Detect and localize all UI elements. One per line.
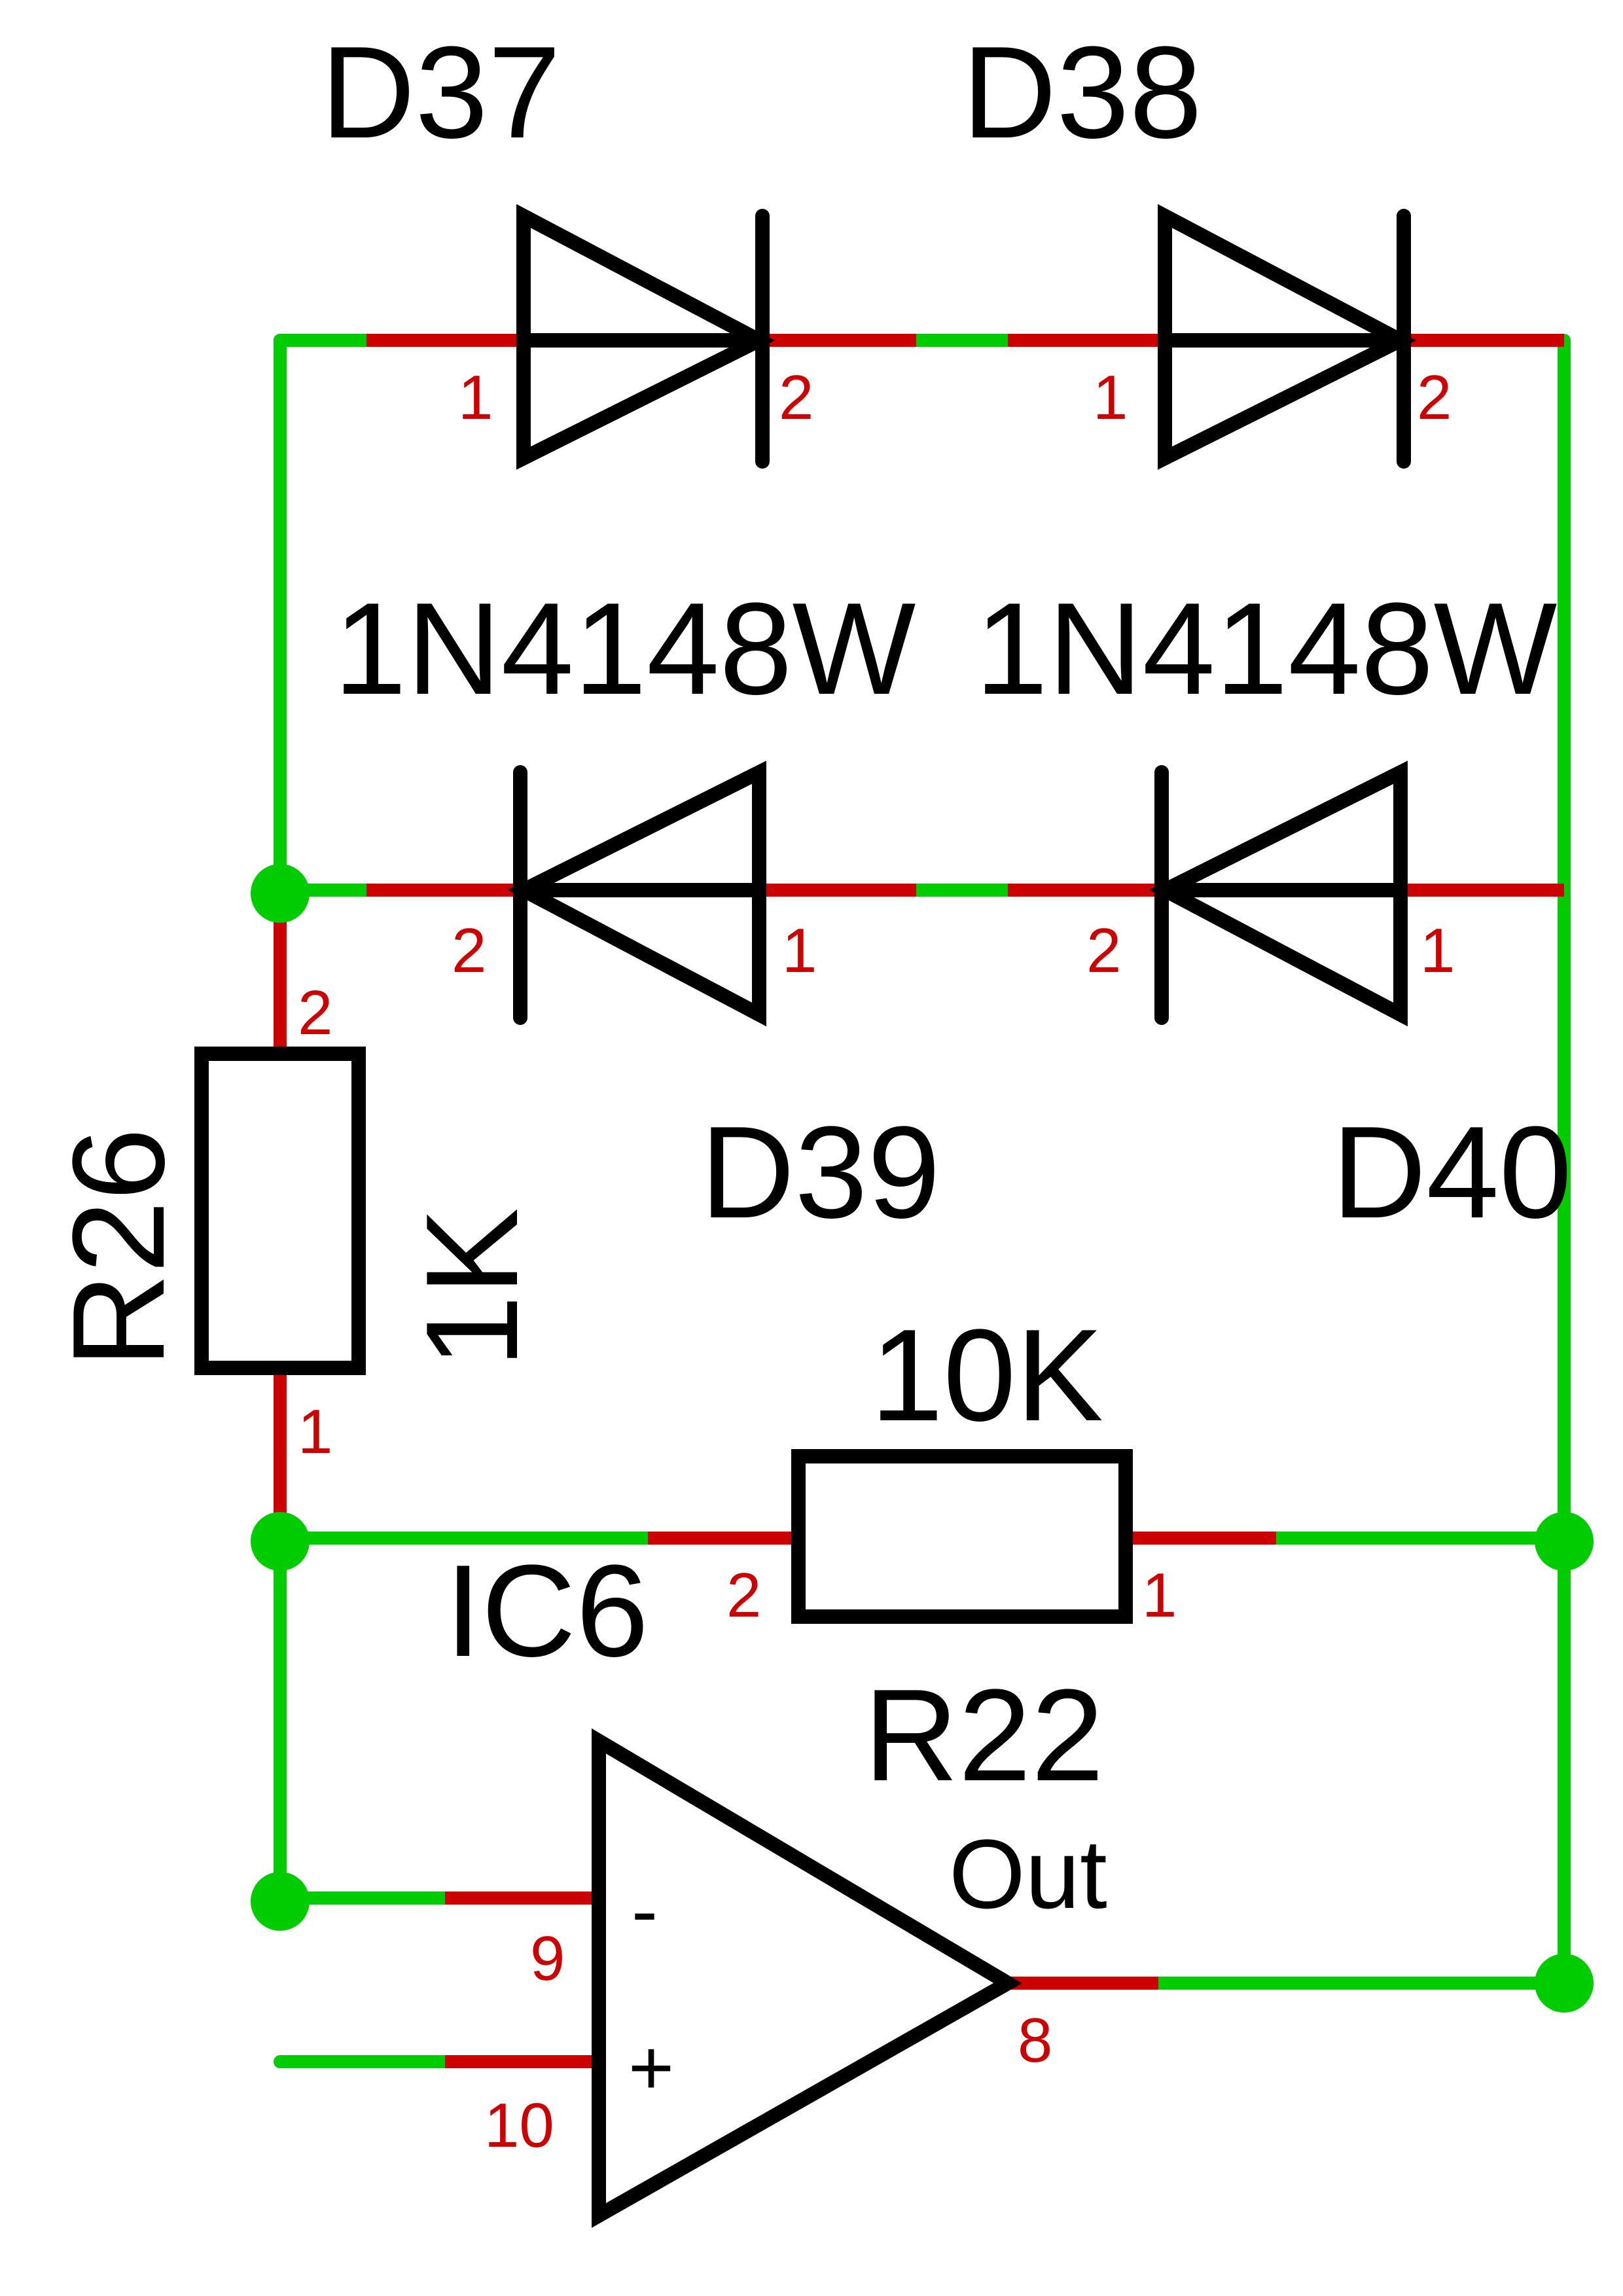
junction-dot xyxy=(1535,1954,1594,2013)
junction-dot xyxy=(251,864,310,923)
d40-pin2: 2 xyxy=(1086,916,1121,986)
d40-ref: D40 xyxy=(1332,1100,1572,1246)
r22-ref: R22 xyxy=(864,1662,1104,1808)
r22-value: 10K xyxy=(870,1302,1103,1448)
resistor-r22[interactable]: 10K R22 2 1 xyxy=(726,1302,1177,1808)
d39-ref: D39 xyxy=(700,1100,940,1246)
ic6-ref: IC6 xyxy=(445,1538,649,1684)
ic6-plus-sign: + xyxy=(628,2024,674,2111)
d40-pin1: 1 xyxy=(1420,916,1455,986)
diode-d40[interactable]: D40 2 1 xyxy=(1086,761,1572,1246)
junction-dot xyxy=(1535,1512,1594,1571)
ic6-minus-sign: - xyxy=(632,1867,658,1954)
r26-value: 1K xyxy=(399,1208,545,1368)
r26-ref: R26 xyxy=(46,1128,192,1368)
r26-pin1: 1 xyxy=(298,1397,332,1467)
junction-dot xyxy=(251,1512,310,1571)
ic6-pin9: 9 xyxy=(530,1924,565,1994)
d39-pin2: 2 xyxy=(452,916,486,986)
r22-pin2: 2 xyxy=(726,1560,761,1630)
junction-dot xyxy=(251,1872,310,1931)
opamp-ic6-triangle xyxy=(592,1728,1022,2228)
d37-pin2: 2 xyxy=(779,363,813,433)
r26-pin2: 2 xyxy=(298,978,332,1048)
ic6-pin10: 10 xyxy=(484,2090,554,2161)
d37-value: 1N4148W xyxy=(334,576,916,722)
opamp-ic6[interactable]: IC6 Out - + 9 10 8 xyxy=(445,1538,1107,2228)
ic6-pin8: 8 xyxy=(1018,2005,1052,2075)
resistor-r26-body xyxy=(194,1047,366,1375)
d38-ref: D38 xyxy=(962,20,1202,166)
d37-ref: D37 xyxy=(321,20,561,166)
d38-value: 1N4148W xyxy=(975,576,1558,722)
diode-d39[interactable]: D39 2 1 xyxy=(452,761,940,1246)
resistor-r22-body xyxy=(791,1449,1133,1624)
d38-pin2: 2 xyxy=(1417,363,1452,433)
junctions xyxy=(251,864,1594,2013)
r22-pin1: 1 xyxy=(1142,1560,1177,1630)
d39-pin1: 1 xyxy=(782,916,817,986)
diode-d37[interactable]: D37 1N4148W 1 2 xyxy=(321,20,916,722)
wires xyxy=(274,334,1571,2068)
d38-pin1: 1 xyxy=(1093,363,1128,433)
diode-d38[interactable]: D38 1N4148W 1 2 xyxy=(962,20,1558,722)
pin-stubs xyxy=(274,334,1564,2068)
resistor-r26[interactable]: R26 1K 2 1 xyxy=(46,978,545,1467)
ic6-out-label: Out xyxy=(949,1819,1107,1929)
d37-pin1: 1 xyxy=(458,363,493,433)
